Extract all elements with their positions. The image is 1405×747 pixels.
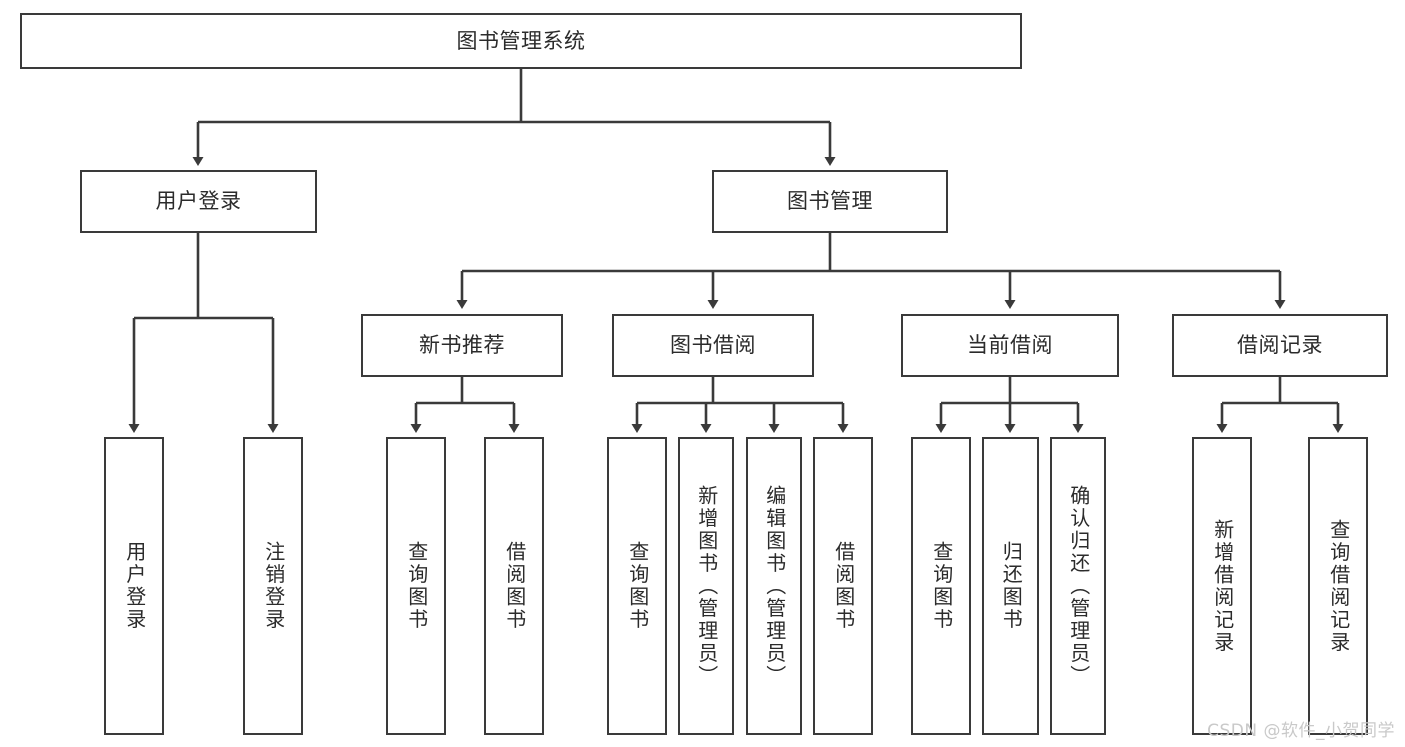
leaf-borrow-book-borrowing-label: 借阅图书: [831, 541, 856, 631]
node-book-borrowing[interactable]: 图书借阅: [612, 314, 814, 377]
node-current-borrowing[interactable]: 当前借阅: [901, 314, 1119, 377]
node-new-book-recommend[interactable]: 新书推荐: [361, 314, 563, 377]
node-book-management-label: 图书管理: [787, 189, 873, 214]
leaf-borrow-book-borrowing[interactable]: 借阅图书: [813, 437, 873, 735]
leaf-query-book-borrowing-label: 查询图书: [625, 541, 650, 631]
leaf-borrow-book-new-book-label: 借阅图书: [502, 541, 527, 631]
leaf-return-book-label: 归还图书: [999, 541, 1024, 631]
leaf-confirm-return-admin[interactable]: 确认归还（管理员）: [1050, 437, 1106, 735]
node-user-login[interactable]: 用户登录: [80, 170, 317, 233]
node-borrowing-record[interactable]: 借阅记录: [1172, 314, 1388, 377]
leaf-query-book-current[interactable]: 查询图书: [911, 437, 971, 735]
node-borrowing-record-label: 借阅记录: [1237, 333, 1323, 358]
leaf-query-book-new-book-label: 查询图书: [404, 541, 429, 631]
leaf-query-book-new-book[interactable]: 查询图书: [386, 437, 446, 735]
leaf-logout[interactable]: 注销登录: [243, 437, 303, 735]
leaf-edit-book-admin-label: 编辑图书（管理员）: [762, 484, 787, 688]
node-root-label: 图书管理系统: [456, 28, 586, 53]
node-user-login-label: 用户登录: [155, 189, 242, 214]
leaf-query-borrow-record-label: 查询借阅记录: [1326, 518, 1351, 654]
leaf-add-borrow-record-label: 新增借阅记录: [1210, 518, 1235, 654]
leaf-add-book-admin-label: 新增图书（管理员）: [694, 484, 719, 688]
leaf-borrow-book-new-book[interactable]: 借阅图书: [484, 437, 544, 735]
node-book-borrowing-label: 图书借阅: [670, 333, 756, 358]
node-current-borrowing-label: 当前借阅: [967, 333, 1053, 358]
leaf-add-book-admin[interactable]: 新增图书（管理员）: [678, 437, 734, 735]
leaf-logout-label: 注销登录: [261, 541, 286, 631]
leaf-return-book[interactable]: 归还图书: [982, 437, 1039, 735]
leaf-user-login-label: 用户登录: [122, 541, 147, 631]
leaf-edit-book-admin[interactable]: 编辑图书（管理员）: [746, 437, 802, 735]
node-book-management[interactable]: 图书管理: [712, 170, 948, 233]
leaf-query-book-borrowing[interactable]: 查询图书: [607, 437, 667, 735]
leaf-add-borrow-record[interactable]: 新增借阅记录: [1192, 437, 1252, 735]
leaf-query-book-current-label: 查询图书: [929, 541, 954, 631]
node-root[interactable]: 图书管理系统: [20, 13, 1022, 69]
node-new-book-recommend-label: 新书推荐: [419, 333, 505, 358]
leaf-user-login[interactable]: 用户登录: [104, 437, 164, 735]
leaf-confirm-return-admin-label: 确认归还（管理员）: [1066, 484, 1091, 688]
leaf-query-borrow-record[interactable]: 查询借阅记录: [1308, 437, 1368, 735]
